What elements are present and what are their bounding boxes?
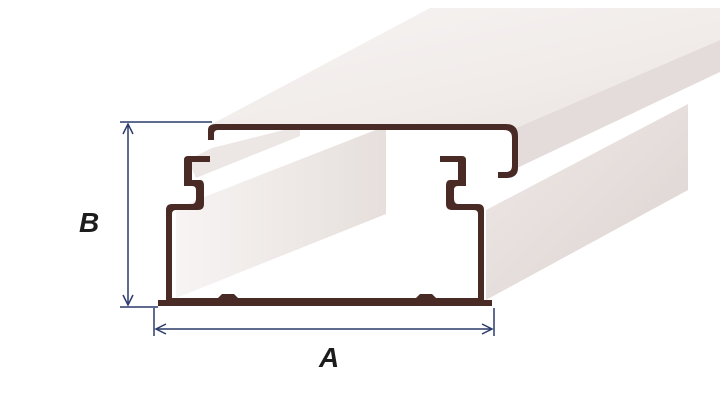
dimension-b bbox=[120, 121, 212, 308]
dimension-a-arrow-right bbox=[481, 323, 494, 335]
dimension-b-arrow-top bbox=[122, 122, 134, 135]
lid-profile-outline bbox=[208, 124, 518, 178]
dimension-b-arrow-bottom bbox=[122, 294, 134, 307]
base-right-wall bbox=[486, 104, 688, 300]
dimension-a-label: A bbox=[319, 342, 340, 373]
lid-right-lip bbox=[500, 40, 720, 176]
dimension-a-arrow-left bbox=[154, 323, 167, 335]
base-left-inner-wall bbox=[176, 126, 386, 298]
lid-top-surface bbox=[212, 8, 720, 128]
base-profile-outline bbox=[158, 156, 492, 306]
dimension-a bbox=[153, 308, 495, 336]
left-rail-extrusion bbox=[188, 126, 300, 178]
dimension-b-label: B bbox=[79, 207, 100, 238]
